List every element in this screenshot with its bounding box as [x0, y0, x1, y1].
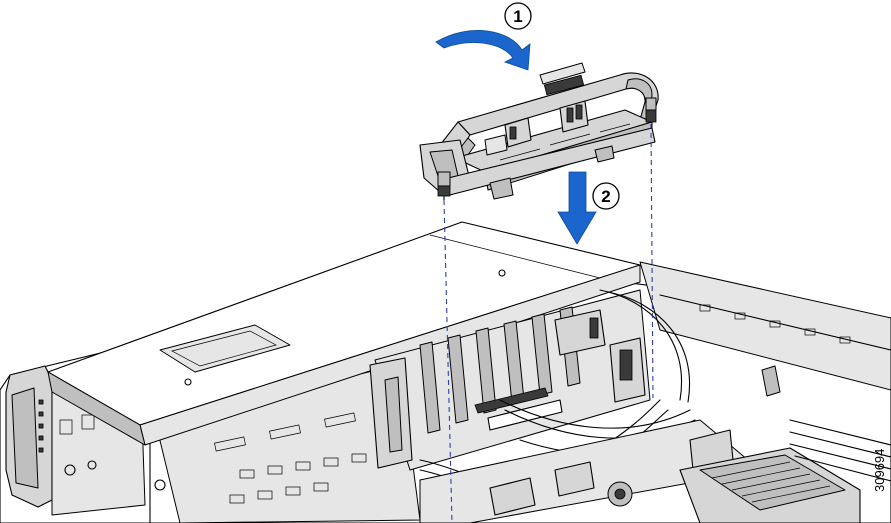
callout-1-label: 1 [513, 7, 522, 26]
alignment-guides [443, 123, 654, 523]
callout-2-label: 2 [601, 187, 610, 206]
rail-holes [699, 304, 851, 344]
bezel-vents [38, 399, 44, 453]
down-arrow-icon [557, 171, 597, 245]
floor-slots [214, 412, 367, 504]
figure-id: 309694 [872, 449, 887, 492]
label-plate [159, 324, 291, 373]
guide-line-right [650, 123, 654, 399]
pcie-connector [474, 387, 549, 414]
rotate-arrow-icon [435, 30, 531, 71]
dimm-slots [789, 419, 891, 482]
callout-2: 2 [592, 182, 620, 210]
motherboard-components [419, 419, 891, 523]
thumbscrew-left [437, 171, 451, 201]
air-baffle [47, 221, 641, 446]
riser-cage-interior [369, 289, 651, 471]
cpu-heatsink [679, 447, 861, 523]
rail-latch [761, 365, 781, 397]
thumbscrew-right [645, 97, 657, 123]
callout-1: 1 [504, 2, 532, 30]
riser-assembly [419, 62, 659, 201]
